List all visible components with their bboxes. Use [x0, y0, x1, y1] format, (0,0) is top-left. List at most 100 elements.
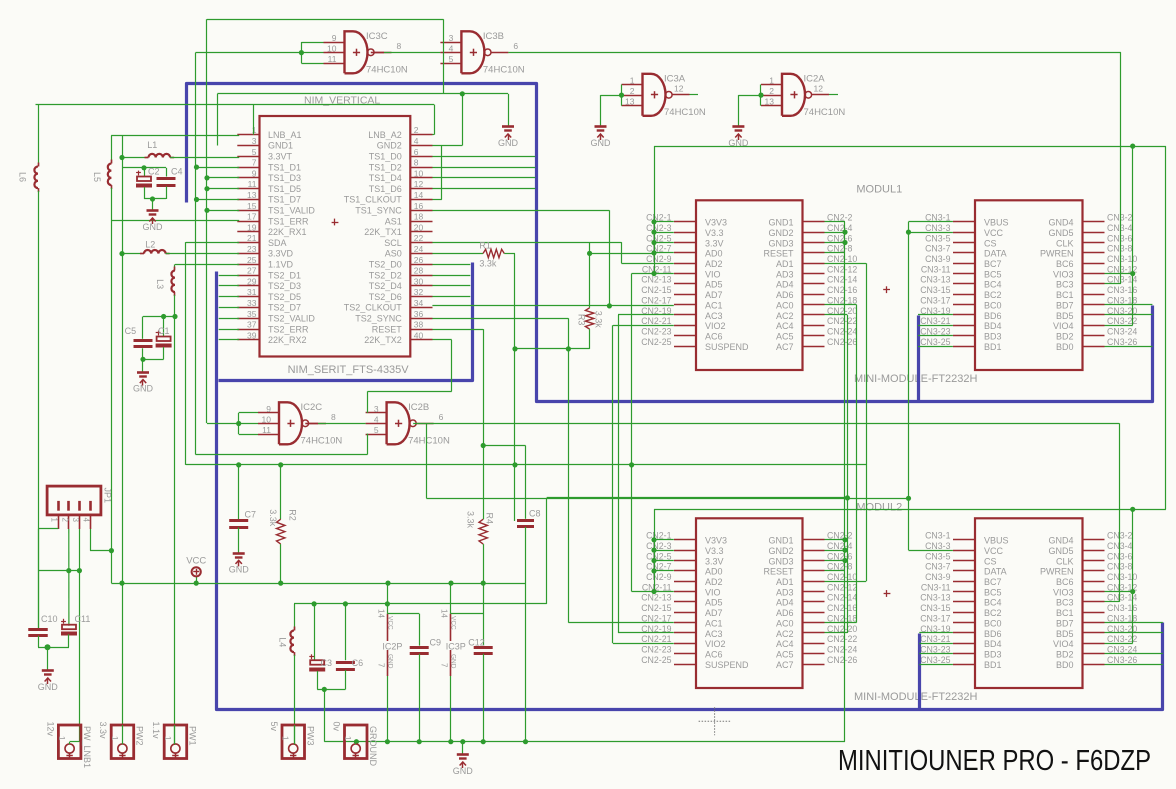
- svg-text:CN2-20: CN2-20: [827, 306, 857, 316]
- svg-text:9: 9: [252, 168, 257, 178]
- svg-text:CN2-26: CN2-26: [827, 655, 857, 665]
- svg-text:AC6: AC6: [705, 649, 723, 659]
- svg-text:BC6: BC6: [1056, 259, 1074, 269]
- svg-text:CN3-23: CN3-23: [920, 326, 950, 336]
- svg-text:MODUL1: MODUL1: [856, 184, 902, 196]
- svg-text:8: 8: [331, 412, 336, 422]
- svg-text:R4: R4: [485, 513, 495, 525]
- svg-text:BC4: BC4: [984, 280, 1002, 290]
- svg-text:V3.3: V3.3: [705, 546, 724, 556]
- svg-text:GND: GND: [728, 138, 749, 148]
- svg-text:CN2-12: CN2-12: [827, 582, 857, 592]
- svg-text:C5: C5: [125, 326, 137, 336]
- svg-text:CN3-6: CN3-6: [1107, 233, 1133, 243]
- svg-text:C11: C11: [75, 614, 91, 624]
- svg-text:IC2B: IC2B: [408, 402, 429, 413]
- svg-text:CN2-17: CN2-17: [641, 613, 671, 623]
- svg-text:BC7: BC7: [984, 577, 1002, 587]
- svg-text:VBUS: VBUS: [984, 536, 1009, 546]
- svg-text:CN3-10: CN3-10: [1107, 572, 1137, 582]
- svg-text:CN3-22: CN3-22: [1107, 316, 1137, 326]
- svg-text:74HC10N: 74HC10N: [408, 435, 450, 446]
- svg-text:AC0: AC0: [776, 300, 794, 310]
- svg-text:C9: C9: [430, 638, 442, 648]
- svg-text:0v: 0v: [332, 722, 342, 732]
- svg-text:AC6: AC6: [705, 331, 723, 341]
- svg-text:CN2-23: CN2-23: [641, 644, 671, 654]
- svg-text:3.3v: 3.3v: [98, 722, 108, 740]
- svg-text:RESET: RESET: [763, 249, 794, 259]
- svg-text:CN2-16: CN2-16: [827, 285, 857, 295]
- svg-text:CN2-13: CN2-13: [641, 593, 671, 603]
- svg-text:11: 11: [328, 54, 337, 64]
- svg-text:TS1_D6: TS1_D6: [369, 184, 402, 194]
- svg-text:20: 20: [414, 222, 424, 232]
- svg-text:GND1: GND1: [768, 536, 793, 546]
- svg-text:L5: L5: [92, 172, 102, 182]
- svg-text:V3.3: V3.3: [705, 228, 724, 238]
- svg-text:CN3-18: CN3-18: [1107, 295, 1137, 305]
- svg-text:C3: C3: [321, 658, 333, 668]
- svg-text:CN3-16: CN3-16: [1107, 285, 1137, 295]
- svg-text:CN3-11: CN3-11: [921, 582, 951, 592]
- svg-text:CN2-21: CN2-21: [641, 634, 671, 644]
- svg-text:C7: C7: [245, 510, 257, 520]
- svg-text:PW2: PW2: [135, 726, 145, 746]
- svg-text:CN3-16: CN3-16: [1107, 603, 1137, 613]
- svg-text:AD6: AD6: [776, 608, 794, 618]
- svg-text:CN2-1: CN2-1: [646, 531, 672, 541]
- svg-text:CS: CS: [984, 556, 997, 566]
- svg-text:4: 4: [374, 414, 379, 424]
- svg-text:C12: C12: [468, 638, 485, 648]
- svg-text:CN2-3: CN2-3: [646, 223, 672, 233]
- svg-text:CN2-6: CN2-6: [827, 551, 853, 561]
- svg-text:VIO2: VIO2: [705, 639, 726, 649]
- svg-text:CN2-20: CN2-20: [827, 624, 857, 634]
- svg-text:CN2-12: CN2-12: [827, 264, 857, 274]
- svg-text:CN3-3: CN3-3: [925, 541, 951, 551]
- svg-text:CN2-11: CN2-11: [642, 264, 672, 274]
- svg-text:CN2-17: CN2-17: [641, 295, 671, 305]
- svg-text:2: 2: [630, 86, 635, 96]
- svg-text:DATA: DATA: [984, 249, 1007, 259]
- svg-text:BD7: BD7: [1056, 618, 1074, 628]
- svg-text:CN2-7: CN2-7: [646, 244, 672, 254]
- svg-text:36: 36: [414, 309, 424, 319]
- svg-text:CN3-7: CN3-7: [925, 562, 951, 572]
- svg-text:CN2-9: CN2-9: [646, 254, 672, 264]
- svg-text:CN2-5: CN2-5: [646, 233, 672, 243]
- svg-text:CN2-10: CN2-10: [827, 254, 857, 264]
- svg-text:CN3-17: CN3-17: [920, 295, 950, 305]
- svg-text:AC5: AC5: [776, 331, 794, 341]
- svg-text:MINITIOUNER PRO - F6DZP: MINITIOUNER PRO - F6DZP: [838, 745, 1151, 777]
- svg-text:CN2-4: CN2-4: [827, 541, 853, 551]
- svg-text:NIM_SERIT_FTS-4335V: NIM_SERIT_FTS-4335V: [288, 364, 410, 376]
- svg-text:TS2_D4: TS2_D4: [369, 281, 402, 291]
- svg-text:CN2-18: CN2-18: [827, 613, 857, 623]
- svg-text:AC7: AC7: [776, 660, 794, 670]
- svg-text:CN3-13: CN3-13: [920, 275, 950, 285]
- svg-text:35: 35: [247, 309, 257, 319]
- svg-text:AC2: AC2: [776, 629, 794, 639]
- svg-text:CN2-22: CN2-22: [827, 316, 857, 326]
- svg-text:C4: C4: [171, 167, 183, 177]
- svg-text:BD6: BD6: [984, 629, 1002, 639]
- svg-text:AS1: AS1: [385, 216, 402, 226]
- svg-text:TS2_SYNC: TS2_SYNC: [355, 314, 402, 324]
- svg-text:GND4: GND4: [1048, 218, 1073, 228]
- svg-text:R2: R2: [288, 509, 298, 521]
- svg-text:AS0: AS0: [385, 249, 402, 259]
- svg-text:5v: 5v: [269, 722, 279, 732]
- svg-text:AD6: AD6: [776, 290, 794, 300]
- svg-text:CN3-19: CN3-19: [920, 306, 950, 316]
- svg-text:CN3-9: CN3-9: [925, 254, 951, 264]
- svg-text:3: 3: [374, 404, 379, 414]
- svg-text:33: 33: [247, 298, 257, 308]
- svg-text:CN3-12: CN3-12: [1107, 264, 1137, 274]
- svg-text:74HC10N: 74HC10N: [366, 64, 408, 75]
- svg-text:CN2-19: CN2-19: [641, 624, 671, 634]
- svg-text:CN2-14: CN2-14: [827, 275, 857, 285]
- svg-text:CN3-7: CN3-7: [925, 244, 951, 254]
- svg-text:VIO: VIO: [705, 587, 721, 597]
- svg-text:GND: GND: [498, 138, 519, 148]
